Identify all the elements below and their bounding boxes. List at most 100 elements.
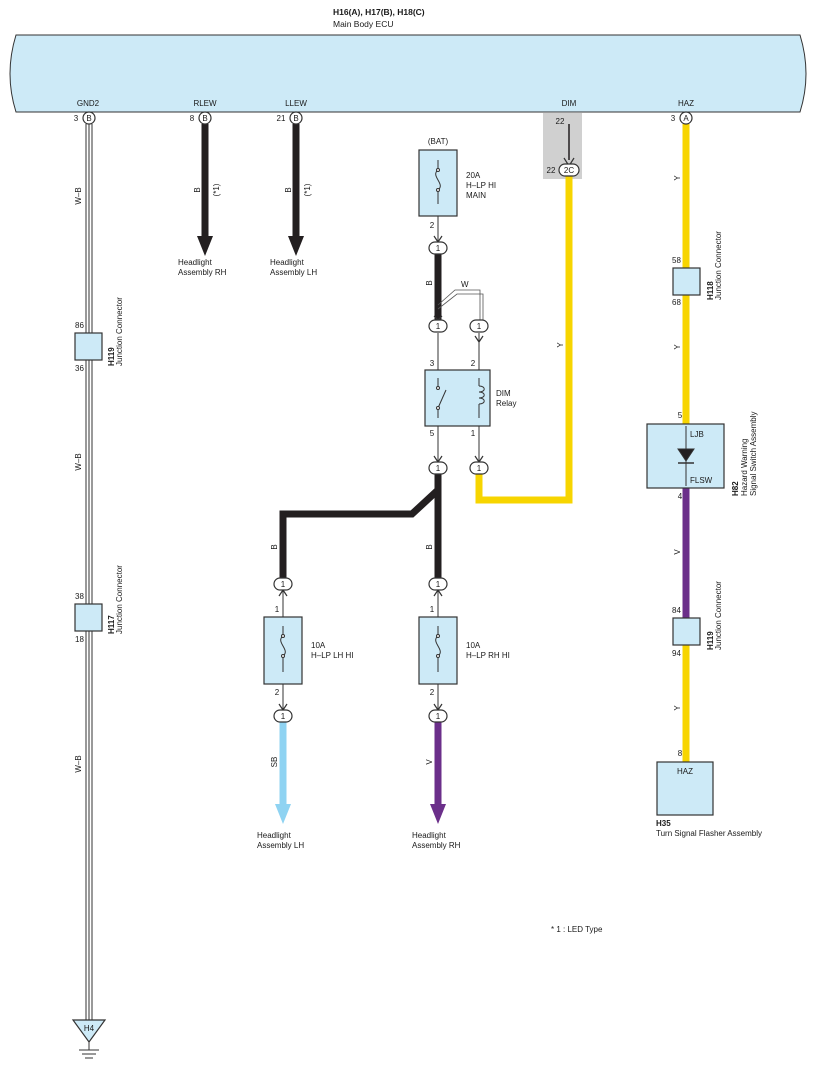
relay-name2: Relay [496,399,516,408]
wire-color-rh-out: V [425,759,434,765]
fuse-main-conn [428,241,448,255]
wire-color-wb-mid: W–B [74,453,83,470]
dim-pin-bottom: 22 [547,166,556,175]
junction-h119-left-pin-top: 86 [75,321,84,330]
fuse-lh-in-conn [273,577,293,591]
fuse-lh-name: H–LP LH HI [311,651,354,660]
load-headlight-lh-top-2: Assembly LH [270,268,317,277]
hazard-switch-pin-in: 5 [678,411,683,420]
load-headlight-rh-top-2: Assembly RH [178,268,227,277]
relay-pin3: 3 [430,359,435,368]
wire-color-dim: Y [556,342,565,348]
load-headlight-rh-bot: Headlight [412,831,447,840]
fuse-lh-symbol-icon [280,626,286,672]
fuse-rh-pin-in: 1 [430,605,435,614]
ecu-conn-haz [679,111,693,125]
fuse-lh-out-conn [273,709,293,723]
ground-h4-triangle [71,1019,107,1044]
hazard-diode-icon [677,426,695,486]
ground-symbol-icon [79,1042,99,1059]
load-headlight-rh-bot-2: Assembly RH [412,841,461,850]
relay-in3-conn [428,319,448,333]
wire-gnd2-wb [85,124,93,1020]
wire-color-wb-top: W–B [74,187,83,204]
hazard-switch-desc1: Hazard Warning [740,438,749,496]
hazard-switch-term-bottom: FLSW [690,476,713,485]
junction-h119-left [74,332,103,361]
fuse-lh-rating: 10A [311,641,326,650]
load-headlight-lh-bot-2: Assembly LH [257,841,304,850]
terminal-llew-label: LLEW [285,99,307,108]
wire-dim-yellow [475,176,573,504]
ground-h4-code: H4 [84,1024,95,1033]
junction-h119-right-pin-bottom: 94 [672,649,681,658]
junction-h117-code: H117 [107,615,116,634]
terminal-rlew-label: RLEW [193,99,217,108]
ecu-connector-codes: H16(A), H17(B), H18(C) [333,7,425,17]
terminal-dim-label: DIM [562,99,577,108]
relay-pin2: 2 [471,359,476,368]
fuse-lh-pin-in: 1 [275,605,280,614]
flasher-term: HAZ [677,767,693,776]
relay-in2-conn-label: 1 [477,322,482,331]
hazard-switch-desc2: Signal Switch Assembly [749,412,758,496]
junction-h119-left-code: H119 [107,347,116,366]
hazard-switch-term-top: LJB [690,430,704,439]
wire-color-haz-bottom: Y [673,705,682,711]
junction-h119-right-code: H119 [706,631,715,650]
flasher-code: H35 [656,819,671,828]
fuse-lh-in-conn-label: 1 [281,580,286,589]
relay-in3-conn-label: 1 [436,322,441,331]
ecu-conn-llew [289,111,303,125]
wire-color-main-out: B [425,280,434,285]
relay-out5-conn-label: 1 [436,464,441,473]
ecu-pin-llew: 21 [277,114,286,123]
dim-connector-2c [558,163,580,177]
wire-color-haz-low: V [673,549,682,555]
arrow-rlew-icon [197,236,213,256]
ecu-conn-rlew [198,111,212,125]
fuse-rh-symbol-icon [435,626,441,672]
fuse-main-pin-out: 2 [430,221,435,230]
junction-h117-pin-bottom: 18 [75,635,84,644]
arrow-llew-icon [288,236,304,256]
flasher-desc: Turn Signal Flasher Assembly [656,829,762,838]
junction-h118 [672,267,701,296]
fuse-lh-pin-out: 2 [275,688,280,697]
relay-name1: DIM [496,389,511,398]
junction-h118-desc: Junction Connector [714,231,723,300]
fuse-main-symbol-icon [435,160,441,204]
fuse-main-rating: 20A [466,171,481,180]
hazard-switch-code: H82 [731,481,740,496]
fuse-main-name1: H–LP HI [466,181,496,190]
wire-color-rh-feed: B [425,544,434,549]
junction-h119-right [672,617,701,646]
fuse-rh-rating: 10A [466,641,481,650]
ecu-pin-haz: 3 [671,114,676,123]
fuse-main-conn-label: 1 [436,244,441,253]
fuse-rh-pin-out: 2 [430,688,435,697]
relay-out1-conn-label: 1 [477,464,482,473]
junction-h119-right-pin-top: 84 [672,606,681,615]
footnote-led-type: * 1 : LED Type [551,925,603,934]
junction-h118-code: H118 [706,281,715,300]
relay-in2-conn-arrow-icon [474,335,484,344]
fuse-lh-out-conn-label: 1 [281,712,286,721]
relay-in2-conn [469,319,489,333]
wire-color-rlew: B [193,187,202,192]
fuse-rh-out-conn [428,709,448,723]
ecu-conn-rlew-letter: B [202,114,207,123]
wire-color-lh-out: SB [270,757,279,768]
ecu-pin-gnd2: 3 [74,114,79,123]
ecu-pin-rlew: 8 [190,114,195,123]
fuse-rh-in-conn-label: 1 [436,580,441,589]
arrow-lh-out-icon [275,804,291,824]
ecu-conn-gnd2-letter: B [86,114,91,123]
dim-pin-top: 22 [556,117,565,126]
wire-note-rlew: (*1) [212,183,221,196]
dim-connector-2c-label: 2C [564,166,574,175]
wire-relay-to-lh [279,474,442,578]
wire-color-wb-low: W–B [74,755,83,772]
load-headlight-lh-top: Headlight [270,258,305,267]
